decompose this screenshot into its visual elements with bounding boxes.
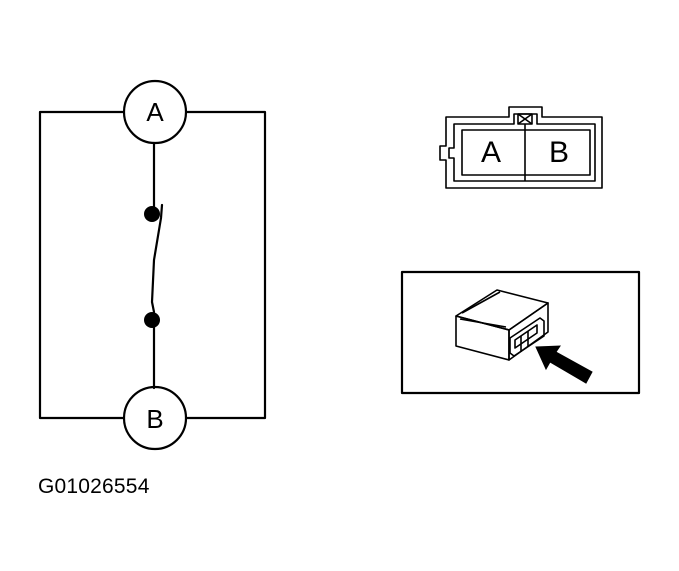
- connector-inner: [448, 113, 596, 182]
- terminal-b-circle: [122, 385, 188, 451]
- component-view: [400, 270, 641, 395]
- terminal-a-circle: [122, 79, 188, 145]
- connector-housing: [439, 106, 603, 189]
- contact-upper: [144, 206, 160, 222]
- pin-b-label: B: [549, 136, 569, 169]
- latch-cross-2: [517, 113, 533, 125]
- pin-cavity: [461, 129, 591, 176]
- terminal-a-label: A: [146, 97, 164, 127]
- loop-wire: [38, 110, 267, 420]
- switch-schematic: A B: [38, 79, 267, 451]
- terminal-b-label: B: [146, 404, 163, 434]
- module-box: [455, 289, 549, 361]
- switch-blade: [150, 203, 164, 314]
- arrow-icon: [535, 345, 593, 384]
- latch-marker: [517, 113, 533, 125]
- component-view-frame: [400, 270, 641, 395]
- pin-a-label: A: [481, 136, 501, 169]
- figure-id: G01026554: [38, 475, 150, 498]
- connector-face: A B: [439, 106, 603, 189]
- contact-lower: [144, 312, 160, 328]
